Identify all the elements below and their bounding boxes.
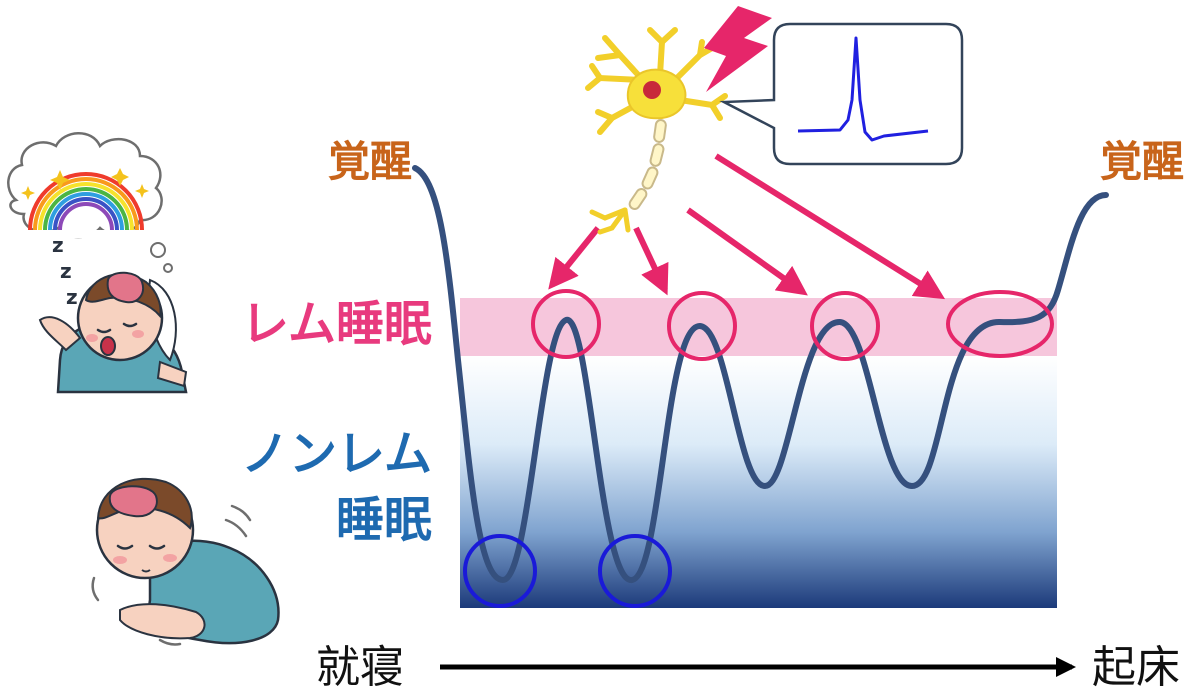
arrow-to-rem-4 (714, 153, 946, 300)
deep-sleep-circle-2 (598, 534, 672, 608)
wake-label-right: 覚醒 (1100, 137, 1184, 186)
rem-circle-3 (810, 291, 880, 361)
nonrem-sleep-label-line2: 睡眠 (336, 492, 432, 548)
dreaming-sleeper-icon: z z z (7, 132, 188, 394)
arrow-to-rem-3 (686, 207, 808, 296)
svg-text:z: z (66, 285, 78, 309)
lightning-bolt-icon (704, 6, 772, 92)
rem-circle-1 (531, 289, 601, 359)
nonrem-sleep-label-line1: ノンレム (241, 426, 432, 482)
deep-sleeper-icon (91, 477, 280, 646)
wake-label-left: 覚醒 (328, 137, 412, 186)
svg-text:z: z (52, 233, 64, 257)
rem-sleep-label: レム睡眠 (241, 296, 432, 352)
action-potential-bubble (719, 22, 964, 166)
rainbow-dream-icon (7, 132, 173, 273)
bedtime-label: 就寝 (316, 642, 404, 693)
action-potential-icon (797, 36, 929, 142)
neuron-icon (585, 27, 728, 235)
arrow-to-rem-2 (633, 226, 669, 296)
rem-circle-2 (667, 291, 737, 361)
wake-up-label: 起床 (1092, 642, 1180, 693)
rem-circle-4 (946, 290, 1054, 358)
svg-text:z: z (60, 259, 72, 283)
deep-sleep-circle-1 (463, 534, 537, 608)
hypnogram-line (412, 165, 1109, 583)
arrow-to-rem-1 (548, 226, 601, 290)
